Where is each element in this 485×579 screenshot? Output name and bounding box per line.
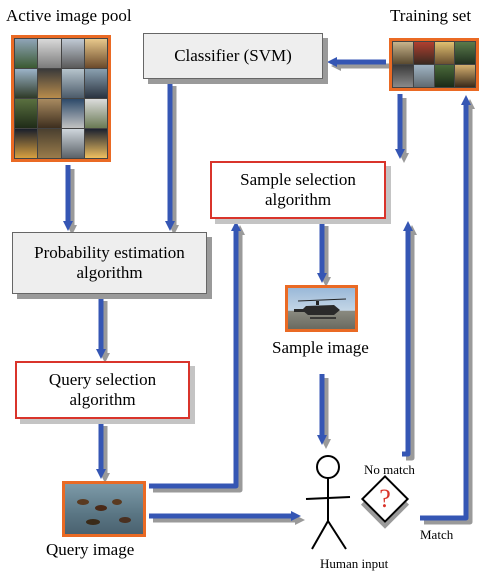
active-image-pool-photo bbox=[11, 35, 111, 162]
sample-image-label: Sample image bbox=[272, 338, 369, 357]
probability-text: Probability estimation algorithm bbox=[34, 242, 185, 282]
sample-selection-box: Sample selection algorithm bbox=[210, 161, 386, 219]
classifier-text: Classifier (SVM) bbox=[174, 45, 292, 65]
helicopter-icon bbox=[294, 298, 347, 319]
classifier-box: Classifier (SVM) bbox=[143, 33, 323, 79]
human-figure-icon bbox=[305, 455, 351, 550]
sample-image-photo bbox=[285, 285, 358, 332]
query-image-photo bbox=[62, 481, 146, 537]
probability-box: Probability estimation algorithm bbox=[12, 232, 207, 294]
no-match-label: No match bbox=[364, 462, 415, 477]
query-selection-text: Query selection algorithm bbox=[48, 369, 157, 409]
match-label: Match bbox=[420, 527, 454, 542]
arrow-query-image-to-sample-selection-shadow bbox=[153, 225, 245, 493]
query-image-label: Query image bbox=[46, 540, 135, 559]
training-set-label: Training set bbox=[390, 6, 472, 25]
arrow-match-to-training-shadow bbox=[424, 99, 475, 525]
sample-selection-text: Sample selection algorithm bbox=[240, 169, 356, 209]
active-pool-label: Active image pool bbox=[6, 6, 132, 25]
arrow-no-match-to-sample-selection bbox=[402, 221, 413, 457]
ducks-icon bbox=[77, 499, 131, 525]
question-mark-icon: ? bbox=[379, 484, 391, 513]
arrow-query-image-to-sample-selection bbox=[149, 221, 241, 489]
arrow-no-match-to-sample-selection-shadow bbox=[406, 225, 417, 461]
training-set-photo bbox=[389, 38, 479, 91]
arrow-match-to-training bbox=[420, 95, 471, 521]
human-input-label: Human input bbox=[320, 556, 389, 571]
query-selection-box: Query selection algorithm bbox=[15, 361, 190, 419]
